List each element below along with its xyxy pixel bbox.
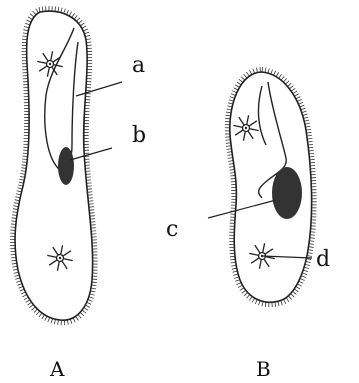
star-ray <box>233 125 242 127</box>
star-ray <box>49 260 57 265</box>
caption-b: B <box>256 357 271 381</box>
star-ray <box>47 68 49 77</box>
leader-line-a <box>76 82 122 96</box>
organism-b: c d B <box>166 67 330 381</box>
body-outline-a <box>15 11 93 320</box>
star-ray <box>239 117 244 125</box>
star-ray <box>63 251 71 256</box>
star-ray <box>61 245 63 254</box>
star-ray <box>265 249 273 254</box>
cilium <box>26 20 31 22</box>
star-organelle-a-upper <box>37 51 62 76</box>
star-organelle-b-upper <box>233 115 258 140</box>
star-ray <box>249 121 257 126</box>
star-ray <box>57 262 59 271</box>
star-ray <box>250 129 259 131</box>
label-b: b <box>132 123 146 148</box>
star-ray <box>247 115 249 124</box>
star-ray <box>235 130 243 135</box>
star-ray <box>51 51 53 60</box>
star-ray <box>263 243 265 252</box>
star-ray <box>64 259 73 261</box>
cilium <box>28 17 32 20</box>
star-ray <box>37 61 46 63</box>
leader-line-b <box>70 148 112 160</box>
dark-mass-a <box>58 147 74 185</box>
star-ray <box>251 258 259 263</box>
star-organelle-a-lower <box>47 245 72 270</box>
star-ray <box>248 131 253 139</box>
caption-a: A <box>49 357 65 381</box>
star-ray <box>39 66 47 71</box>
organism-a: a b A <box>10 6 146 381</box>
star-ray <box>249 253 258 255</box>
star-ray <box>53 247 58 255</box>
label-d: d <box>316 247 330 272</box>
star-ray <box>266 257 275 259</box>
leader-line-c <box>208 200 276 218</box>
star-ray <box>243 132 245 141</box>
label-c: c <box>166 217 178 242</box>
star-dot <box>59 257 61 259</box>
star-ray <box>43 53 48 61</box>
star-ray <box>255 245 260 253</box>
label-a: a <box>132 53 145 78</box>
dark-mass-b <box>272 167 302 219</box>
star-ray <box>62 261 67 269</box>
star-dot <box>245 127 247 129</box>
star-ray <box>264 259 269 267</box>
star-ray <box>47 255 56 257</box>
oral-groove-inner-b <box>259 86 266 145</box>
star-dot <box>49 63 51 65</box>
star-ray <box>259 260 261 269</box>
oral-groove-a <box>45 28 74 170</box>
